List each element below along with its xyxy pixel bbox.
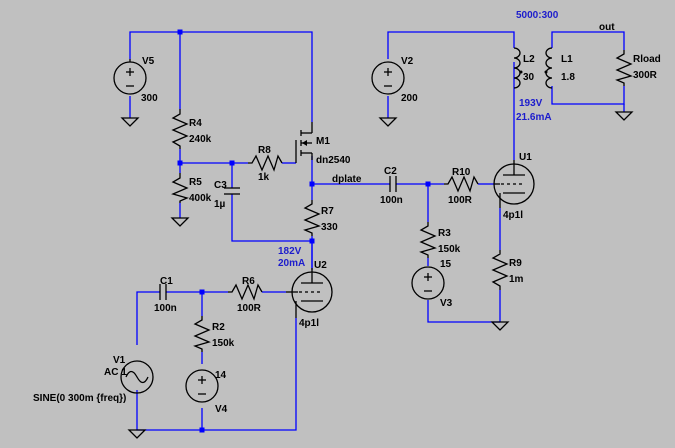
- r8-name: R8: [258, 145, 271, 156]
- r6-value: 100R: [237, 303, 262, 314]
- r5-value: 400k: [189, 193, 212, 204]
- r9-name: R9: [509, 258, 522, 269]
- v2-value: 200: [401, 93, 418, 104]
- u2-voltage: 182V: [278, 246, 302, 257]
- v1-source-spec: SINE(0 300m {freq}): [33, 393, 126, 404]
- inductors: [513, 47, 553, 89]
- r2-name: R2: [212, 322, 225, 333]
- rload-value: 300R: [633, 70, 658, 81]
- r4-value: 240k: [189, 134, 212, 145]
- v3-source: [411, 266, 445, 300]
- r3-value: 150k: [438, 244, 461, 255]
- v2-name: V2: [401, 56, 414, 67]
- rload-name: Rload: [633, 54, 661, 65]
- v3-value: 15: [440, 259, 452, 270]
- ground-symbols: [120, 111, 634, 439]
- v3-name: V3: [440, 298, 453, 309]
- capacitors: [159, 176, 397, 300]
- l2-name: L2: [523, 54, 535, 65]
- v5-value: 300: [141, 93, 158, 104]
- l1-value: 1.8: [561, 72, 575, 83]
- v4-name: V4: [215, 404, 228, 415]
- u1-triode: [493, 160, 535, 208]
- m1-mosfet: [295, 122, 313, 163]
- c3-name: C3: [214, 180, 227, 191]
- c1-name: C1: [160, 276, 173, 287]
- l2-value: 30: [523, 72, 535, 83]
- c2-name: C2: [384, 166, 397, 177]
- r10-name: R10: [452, 167, 471, 178]
- u1-name: U1: [519, 152, 532, 163]
- r8-value: 1k: [258, 172, 270, 183]
- v4-value: 14: [215, 370, 227, 381]
- u2-current: 20mA: [278, 258, 305, 269]
- v2-source: [371, 61, 405, 95]
- v1-value: AC 1: [104, 367, 127, 378]
- r5-name: R5: [189, 177, 202, 188]
- r2-value: 150k: [212, 338, 235, 349]
- v4-source: [185, 369, 219, 403]
- r9-value: 1m: [509, 274, 524, 285]
- net-label-dplate: dplate: [332, 174, 362, 185]
- u1-voltage: 193V: [519, 98, 543, 109]
- u1-value: 4p1l: [503, 210, 523, 221]
- c2-value: 100n: [380, 195, 403, 206]
- c1-value: 100n: [154, 303, 177, 314]
- v1-name: V1: [113, 355, 126, 366]
- junction-dots: [177, 29, 431, 433]
- r7-name: R7: [321, 206, 334, 217]
- resistors: [171, 50, 633, 352]
- r7-value: 330: [321, 222, 338, 233]
- v5-source: [113, 59, 147, 95]
- u2-name: U2: [314, 260, 327, 271]
- u1-current: 21.6mA: [516, 112, 552, 123]
- u2-value: 4p1l: [299, 318, 319, 329]
- v5-name: V5: [142, 56, 155, 67]
- r6-name: R6: [242, 276, 255, 287]
- v1-sine-source: [120, 360, 154, 394]
- l1-name: L1: [561, 54, 573, 65]
- directive-label: 5000:300: [516, 10, 559, 21]
- r3-name: R3: [438, 228, 451, 239]
- r10-value: 100R: [448, 195, 473, 206]
- u2-triode: [286, 268, 333, 318]
- c3-value: 1µ: [214, 199, 226, 210]
- r4-name: R4: [189, 118, 202, 129]
- net-label-out: out: [599, 22, 615, 33]
- m1-value: dn2540: [316, 155, 351, 166]
- m1-name: M1: [316, 136, 330, 147]
